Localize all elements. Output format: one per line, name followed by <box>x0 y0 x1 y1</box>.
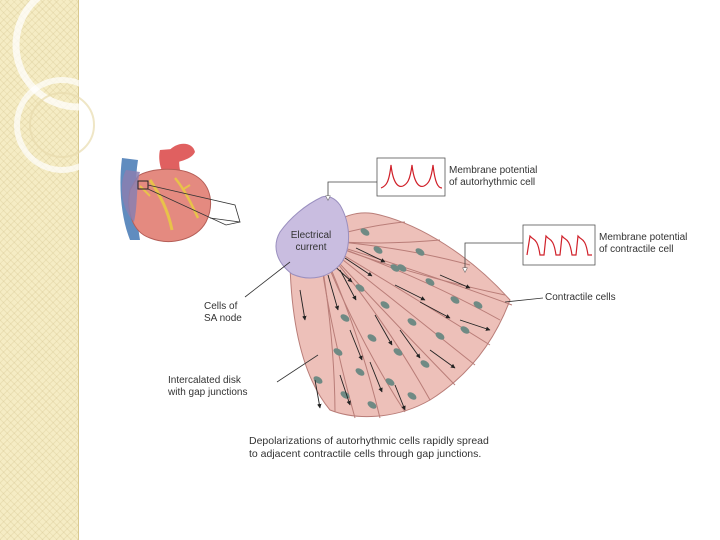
cell-nucleus <box>340 314 350 322</box>
cell-nucleus <box>373 246 383 254</box>
cell-nucleus <box>450 296 460 304</box>
cell-nucleus <box>415 248 425 256</box>
label-membrane-autorhythmic-line2: of autorhythmic cell <box>449 177 536 188</box>
cell-nucleus <box>355 368 365 376</box>
cell-nucleus <box>390 264 400 272</box>
cell-nucleus <box>473 301 483 309</box>
figure-caption-line2: to adjacent contractile cells through ga… <box>249 448 482 460</box>
current-arrow <box>339 269 357 301</box>
label-contractile-cells: Contractile cells <box>545 292 616 303</box>
label-membrane-contractile: Membrane potential of contractile cell <box>599 232 687 256</box>
cell-nucleus <box>367 401 377 409</box>
label-electrical-current-line1: Electrical <box>290 230 332 241</box>
sa-node-cell <box>275 195 349 279</box>
cell-nucleus <box>425 278 435 286</box>
label-electrical-current: Electrical current <box>285 230 337 254</box>
label-intercalated-disk-line1: Intercalated disk <box>168 375 241 386</box>
current-arrow <box>369 361 383 393</box>
current-arrow <box>327 274 340 311</box>
current-arrow <box>314 379 322 409</box>
decorative-rings <box>12 0 144 173</box>
label-membrane-autorhythmic: Membrane potential of autorhythmic cell <box>449 165 537 189</box>
label-electrical-current-line2: current <box>295 242 327 253</box>
cell-nucleus <box>397 264 407 272</box>
current-arrow <box>349 329 363 361</box>
figure-caption: Depolarizations of autorhythmic cells ra… <box>249 435 489 461</box>
cell-nucleus <box>367 334 377 342</box>
current-arrow <box>394 284 426 301</box>
cell-nucleus <box>420 360 430 368</box>
current-arrow <box>429 349 456 369</box>
current-arrow <box>344 257 373 277</box>
contractile-potential-trace <box>522 224 596 266</box>
current-arrow <box>399 329 421 359</box>
figure-caption-line1: Depolarizations of autorhythmic cells ra… <box>249 435 489 447</box>
cell-nucleus <box>393 348 403 356</box>
label-sa-node-line2: SA node <box>204 313 242 324</box>
label-membrane-contractile-line1: Membrane potential <box>599 232 688 243</box>
label-intercalated-disk-line2: with gap junctions <box>168 387 248 398</box>
cell-nucleus <box>460 326 470 334</box>
callout-lines <box>244 181 544 383</box>
cell-nucleus <box>435 332 445 340</box>
current-arrow <box>299 289 307 321</box>
label-sa-node-line1: Cells of <box>204 301 238 312</box>
current-arrow <box>439 274 471 289</box>
current-arrow <box>394 384 406 411</box>
current-arrow <box>419 301 451 319</box>
cell-nucleus <box>360 228 370 236</box>
label-sa-node: Cells of SA node <box>204 301 242 325</box>
heart-illustration <box>120 143 241 242</box>
autorhythmic-potential-trace <box>376 157 446 197</box>
cell-nucleus <box>407 318 417 326</box>
label-membrane-autorhythmic-line1: Membrane potential <box>449 165 538 176</box>
cell-nucleus <box>333 348 343 356</box>
label-intercalated-disk: Intercalated disk with gap junctions <box>168 375 248 399</box>
cell-nucleus <box>355 284 365 292</box>
current-arrow <box>374 314 393 346</box>
current-arrow <box>355 247 386 263</box>
cell-nucleus <box>407 392 417 400</box>
label-membrane-contractile-line2: of contractile cell <box>599 244 674 255</box>
current-arrow <box>459 319 491 331</box>
cell-nucleus <box>385 378 395 386</box>
current-arrow <box>339 374 351 406</box>
cell-nucleus <box>380 301 390 309</box>
